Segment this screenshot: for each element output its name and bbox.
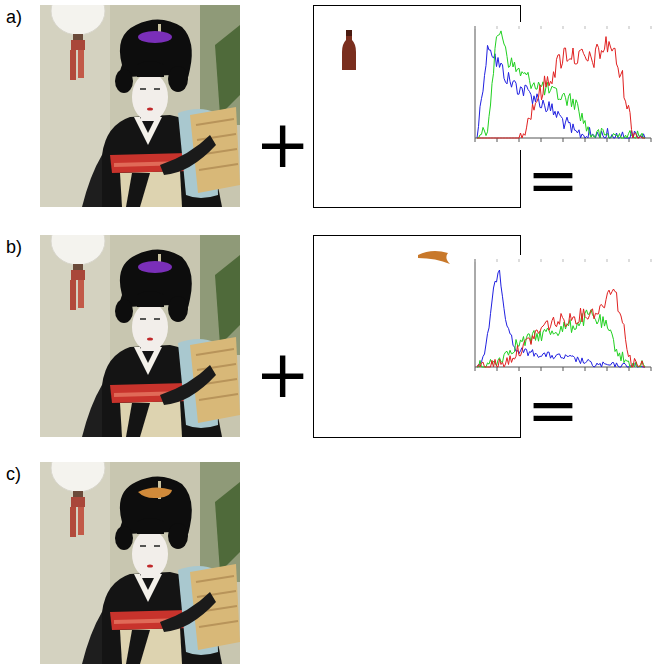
panel-letter: a): [6, 8, 22, 26]
plus-sign: +: [255, 342, 310, 408]
equals-sign: =: [527, 150, 579, 212]
panel-letter: b): [6, 238, 22, 256]
panel-letter: c): [6, 465, 21, 483]
equals-sign: =: [527, 380, 579, 442]
plus-sign: +: [255, 112, 310, 178]
